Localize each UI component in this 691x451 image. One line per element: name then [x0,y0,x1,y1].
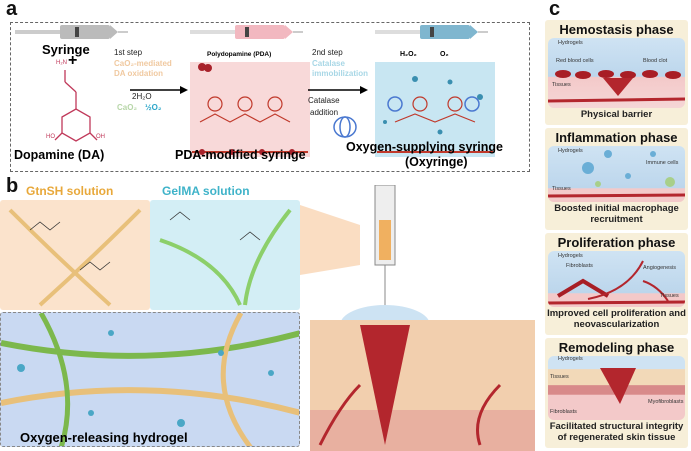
syringe-icon-pda [190,25,303,39]
catalase-addition-2: addition [310,108,339,117]
gelma-title: GelMA solution [162,184,250,198]
dopamine-label: Dopamine (DA) [14,148,105,162]
gtnsh-panel [0,200,150,310]
hydrogels-tag: Hydrogels [558,148,583,154]
fibroblasts-tag: Fibroblasts [550,409,577,415]
tissues-tag: Tissues [552,186,571,192]
phase-scene: Hydrogels Fibroblasts Angiogenesis Tissu… [548,251,685,307]
oxy-coating-box [375,62,495,157]
phase-scene: Hydrogels Red blood cells Blood clot Tis… [548,38,685,108]
syringe-icon-plain [15,25,128,39]
rbc-tag: Red blood cells [556,58,594,64]
pda-syringe-label: PDA-modified syringe [175,148,306,162]
oxyringe-label-2: (Oxyringe) [405,155,468,169]
phase-hemostasis: Hemostasis phase Hydrogels Red blood cel… [545,20,688,125]
hydrogels-tag: Hydrogels [558,253,583,259]
h2o2-legend: H₂O₂ [400,51,417,58]
phase-caption: Facilitated structural integrity of rege… [549,421,684,443]
phase-proliferation: Proliferation phase Hydrogels Fibroblast… [545,233,688,335]
step1-line1: CaO₂-mediated [114,59,172,68]
phase-caption: Improved cell proliferation and neovascu… [547,308,686,330]
tissues-tag: Tissues [552,82,571,88]
syringe-icon-oxy [375,25,488,39]
tissues-tag: Tissues [660,293,679,299]
ho-label: HO [46,134,55,140]
phase-inflammation: Inflammation phase Hydrogels Immune cell… [545,128,688,230]
step1-title: 1st step [114,48,143,57]
catalase-icon [333,96,480,138]
step2-line2: immobilization [312,69,368,78]
arrow-step2 [308,86,368,94]
oh-label: OH [96,134,105,140]
hydrogels-tag: Hydrogels [558,40,583,46]
step2-title: 2nd step [312,48,343,57]
phase-remodeling: Remodeling phase Hydrogels Tissues Myofi… [545,338,688,448]
panel-a-frame [10,22,530,172]
angiogenesis-tag: Angiogenesis [643,265,677,271]
dopamine-structure [54,70,98,142]
arrow-step1 [130,86,188,94]
phase-caption: Physical barrier [580,109,653,120]
hydrogel-title: Oxygen-releasing hydrogel [20,430,188,445]
o2-byproduct-label: ½O₂ [145,103,162,112]
nh2-label: H₂N [56,60,67,66]
phase-title: Inflammation phase [555,130,678,145]
immune-cells-tag: Immune cells [646,160,679,166]
oxyringe-label-1: Oxygen-supplying syringe [346,140,503,154]
pda-legend: Polydopamine (PDA) [207,51,272,58]
panel-a-illustration [15,25,495,157]
hydrogels-tag: Hydrogels [558,356,583,362]
cao2-label: CaO₂ [117,103,138,112]
panel-c-label: c [549,0,561,20]
tissues-tag: Tissues [550,374,569,380]
myofibroblasts-tag: Myofibroblasts [648,399,684,405]
hydrogel-panel [0,312,300,447]
fibroblasts-tag: Fibroblasts [566,263,593,269]
phase-title: Remodeling phase [558,340,675,355]
panel-a-label: a [6,0,18,20]
water-label: 2H₂O [132,92,152,101]
phase-scene: Hydrogels Immune cells Tissues [548,146,685,202]
step2-line1: Catalase [312,59,345,68]
step1-line2: DA oxidation [114,69,164,78]
syringe-label: Syringe [42,42,90,57]
gelma-panel [150,200,300,310]
panel-b-label: b [6,175,19,197]
phase-scene: Hydrogels Tissues Myofibroblasts Fibrobl… [548,356,685,420]
blood-clot-tag: Blood clot [643,58,668,64]
o2-legend: O₂ [440,51,449,58]
plus-sign: + [68,52,78,69]
catalase-addition-1: Catalase [308,96,340,105]
phase-title: Proliferation phase [557,235,676,250]
phase-caption: Boosted initial macrophage recruitment [554,203,679,225]
gtnsh-title: GtnSH solution [26,184,114,198]
skin-injection-illustration [300,185,535,451]
phase-title: Hemostasis phase [559,22,674,37]
